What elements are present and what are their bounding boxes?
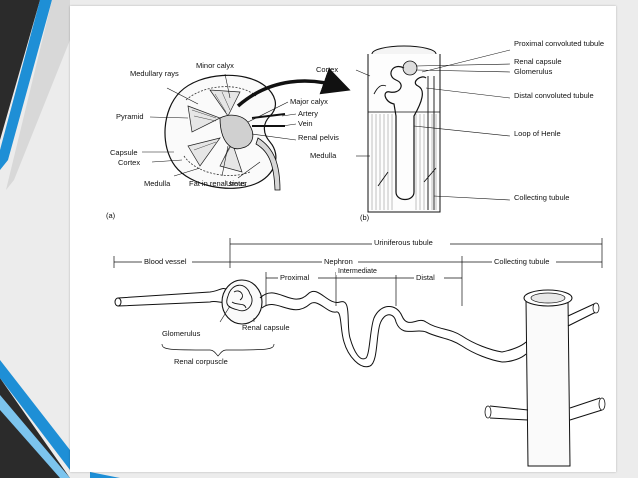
label-vein: Vein <box>298 119 313 128</box>
label-collecting-tubule-c: Collecting tubule <box>494 257 549 266</box>
kidney-pyramid <box>209 89 241 117</box>
label-distal-convoluted-tubule: Distal convoluted tubule <box>514 91 594 100</box>
leader-line <box>415 63 511 67</box>
label-ureter: Ureter <box>226 179 247 188</box>
side-branches <box>373 84 437 187</box>
leader-line <box>247 101 289 123</box>
leader-line <box>219 305 231 323</box>
label-glomerulus-b: Glomerulus <box>514 67 553 76</box>
kidney-cortex-line <box>183 86 257 176</box>
panel-b-tissue-block: Cortex Medulla Proximal convoluted tubul… <box>310 39 604 222</box>
slide-card: Medullary rays Minor calyx Pyramid Capsu… <box>70 6 616 472</box>
collecting-branch <box>569 397 603 421</box>
stripe-blue-top <box>0 0 52 170</box>
leader-line <box>224 73 231 99</box>
convoluted-tubule <box>384 66 427 201</box>
label-capsule: Capsule <box>110 148 138 157</box>
leader-line <box>149 116 189 119</box>
label-nephron: Nephron <box>324 257 353 266</box>
collecting-tubule-shape <box>427 76 435 210</box>
leader-line <box>151 159 183 163</box>
label-fat-in-renal-sinus: Fat in renal sinus <box>189 179 246 188</box>
label-uriniferous-tubule: Uriniferous tubule <box>374 238 433 247</box>
leader-line <box>237 161 261 179</box>
label-renal-capsule-c: Renal capsule <box>242 323 290 332</box>
collecting-duct <box>484 289 606 467</box>
label-glomerulus-c: Glomerulus <box>162 329 201 338</box>
kidney-pyramid <box>187 137 221 167</box>
kidney-outline <box>164 74 277 189</box>
label-renal-capsule-b: Renal capsule <box>514 57 562 66</box>
stripe-light-top <box>6 0 70 190</box>
blood-vessel-shape <box>117 287 229 307</box>
renal-pelvis-shape <box>219 114 254 150</box>
leader-line <box>421 49 511 73</box>
kidney-nephron-figure: Medullary rays Minor calyx Pyramid Capsu… <box>106 39 606 467</box>
label-medulla-a: Medulla <box>144 179 171 188</box>
panel-c-uriniferous-tubule: Uriniferous tubule Blood vessel Nephron … <box>113 237 606 467</box>
caption-a: (a) <box>106 211 116 220</box>
label-cortex-b: Cortex <box>316 65 338 74</box>
leader-line <box>355 69 371 77</box>
label-renal-pelvis: Renal pelvis <box>298 133 339 142</box>
leader-line <box>281 123 297 127</box>
collecting-duct-body <box>525 299 571 467</box>
label-distal: Distal <box>416 273 435 282</box>
stripe-light-bottom <box>0 395 70 478</box>
leader-line <box>415 69 511 73</box>
glomerulus-tuft <box>226 284 253 312</box>
kidney-pyramid <box>219 141 243 173</box>
caption-b: (b) <box>360 213 370 222</box>
label-medulla-b: Medulla <box>310 151 337 160</box>
leader-line <box>413 125 511 137</box>
stripe-blue-bottom <box>0 360 70 470</box>
label-cortex-a: Cortex <box>118 158 140 167</box>
stripe-blue-bottom-right <box>90 472 120 478</box>
renal-capsule-shape <box>221 279 263 325</box>
leader-line <box>281 113 297 117</box>
label-medullary-rays: Medullary rays <box>130 69 179 78</box>
collecting-branch <box>489 405 529 421</box>
stripe-dark-bottom <box>0 378 70 478</box>
label-loop-of-henle: Loop of Henle <box>514 129 561 138</box>
leader-line <box>425 87 511 99</box>
label-pyramid: Pyramid <box>116 112 144 121</box>
collecting-branch <box>567 303 597 327</box>
nephron-join <box>501 341 527 363</box>
leader-line <box>433 195 511 201</box>
leader-line <box>251 133 297 141</box>
renal-corpuscle-brace <box>161 343 275 357</box>
label-artery: Artery <box>298 109 318 118</box>
label-collecting-tubule-b: Collecting tubule <box>514 193 569 202</box>
leader-line <box>173 167 201 177</box>
label-proximal: Proximal <box>280 273 310 282</box>
ureter-shape <box>255 137 281 191</box>
label-intermediate: Intermediate <box>338 268 377 275</box>
nephron-tubule <box>259 291 503 368</box>
leader-line <box>221 145 229 177</box>
label-renal-corpuscle: Renal corpuscle <box>174 357 228 366</box>
kidney-pyramid <box>187 105 221 133</box>
label-blood-vessel: Blood vessel <box>144 257 187 266</box>
block-body <box>367 54 441 213</box>
blood-vessel-opening <box>114 297 122 307</box>
medullary-rays <box>191 91 232 163</box>
label-minor-calyx: Minor calyx <box>196 61 234 70</box>
stripe-dark-top <box>0 0 40 140</box>
panel-a-kidney: Medullary rays Minor calyx Pyramid Capsu… <box>106 61 351 220</box>
leader-line <box>166 87 199 105</box>
magnify-arrow <box>236 67 351 108</box>
label-proximal-convoluted-tubule: Proximal convoluted tubule <box>514 39 604 48</box>
label-major-calyx: Major calyx <box>290 97 328 106</box>
glomerulus-shape <box>402 60 418 76</box>
